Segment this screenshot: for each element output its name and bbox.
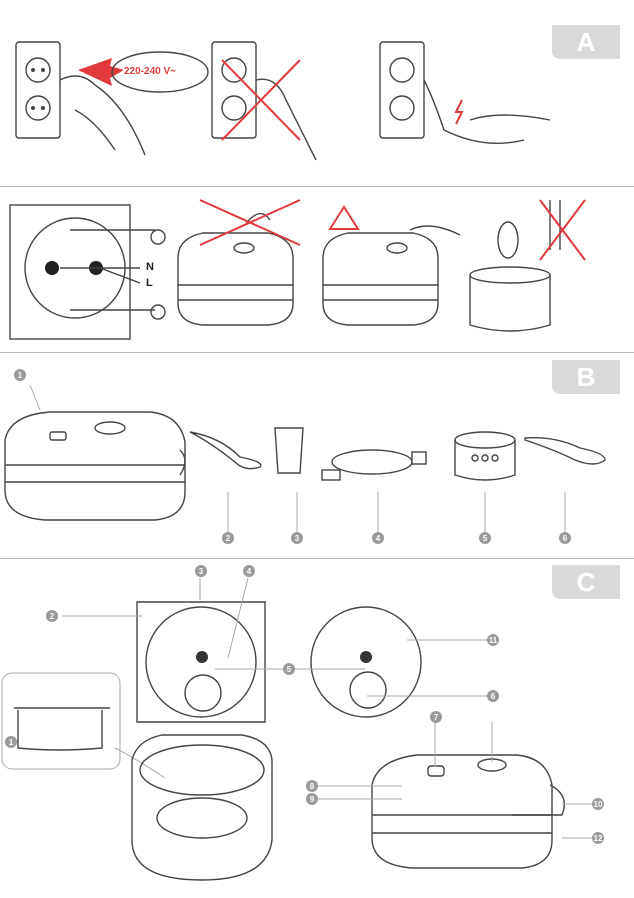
- callout-c8: 8: [306, 780, 318, 792]
- callout-c5: 5: [283, 663, 295, 675]
- section-divider: [0, 352, 634, 353]
- inner-pot-no-metal-utensils: [469, 199, 586, 332]
- section-divider: [0, 558, 634, 559]
- callout-c12: 12: [592, 832, 604, 844]
- inner-pot-detail: [1, 672, 166, 779]
- open-cooker: [131, 601, 273, 881]
- live-label: L: [146, 277, 153, 289]
- voltage-label: 220-240 V~: [124, 66, 176, 77]
- callout-c3: 3: [195, 565, 207, 577]
- removable-inner-lid: [310, 606, 422, 718]
- section-tab-a: A: [552, 25, 620, 59]
- callout-b1: 1: [14, 369, 26, 381]
- callout-b6: 6: [559, 532, 571, 544]
- wall-socket-plug-in: [15, 41, 209, 156]
- callout-c10: 10: [592, 798, 604, 810]
- callout-b4: 4: [372, 532, 384, 544]
- callout-c11: 11: [487, 634, 499, 646]
- callout-c6: 6: [487, 690, 499, 702]
- callout-b5: 5: [479, 532, 491, 544]
- measuring-cup: [274, 427, 304, 474]
- soup-ladle: [524, 437, 606, 465]
- callout-c7: 7: [430, 711, 442, 723]
- wall-socket-wet-hands-prohibited: [211, 41, 317, 161]
- wall-socket-pull-cord-prohibited: [379, 41, 551, 144]
- neutral-label: N: [146, 261, 154, 273]
- rice-cooker-b1: [4, 411, 186, 521]
- serving-spoon: [189, 431, 262, 470]
- earthed-socket-diagram: [9, 204, 166, 340]
- power-cord: [321, 449, 427, 481]
- section-divider: [0, 186, 634, 187]
- cooker-hot-steam-warning: [322, 205, 461, 326]
- callout-b2: 2: [222, 532, 234, 544]
- section-tab-b: B: [552, 360, 620, 394]
- callout-c1: 1: [5, 736, 17, 748]
- callout-c4: 4: [243, 565, 255, 577]
- callout-c9: 9: [306, 793, 318, 805]
- callout-b3: 3: [291, 532, 303, 544]
- closed-cooker: [371, 754, 565, 869]
- steamer-basket: [454, 431, 516, 481]
- section-tab-c: C: [552, 565, 620, 599]
- cooker-no-magnet: [177, 199, 301, 326]
- callout-c2: 2: [46, 610, 58, 622]
